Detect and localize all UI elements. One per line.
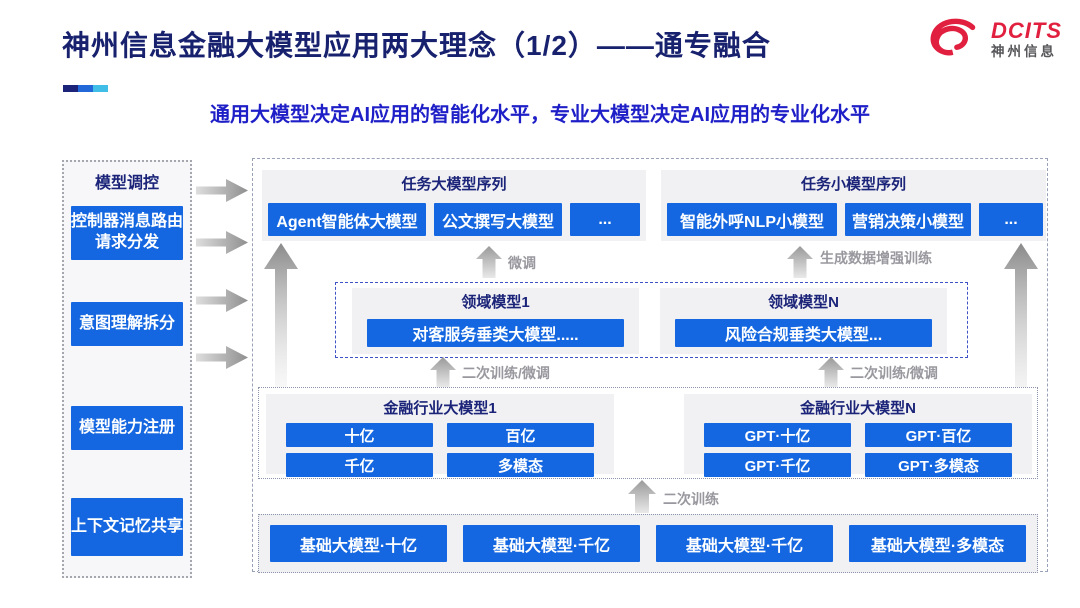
group-title: 任务小模型序列 (800, 176, 906, 193)
model-box-marketing-decision: 营销决策小模型 (845, 203, 971, 236)
domain-model-n-group: 领域模型N 风险合规垂类大模型... (660, 288, 947, 354)
model-box-ellipsis: ... (979, 203, 1043, 236)
group-title: 金融行业大模型N (800, 400, 916, 417)
industry-models-container: 金融行业大模型1 十亿 百亿 千亿 多模态 金融行业大模型N GPT·十亿 GP… (258, 387, 1038, 479)
sidebar-item-intent-split: 意图理解拆分 (71, 302, 183, 346)
dcits-swirl-icon (930, 18, 976, 56)
arrow-up-tall-icon (1004, 243, 1038, 443)
sidebar-item-controller-routing: 控制器消息路由请求分发 (71, 206, 183, 260)
logo-name: DCITS (991, 17, 1062, 43)
industry-model-n-group: 金融行业大模型N GPT·十亿 GPT·百亿 GPT·千亿 GPT·多模态 (684, 394, 1032, 477)
label-retrain: 二次训练 (663, 491, 719, 507)
group-title: 任务大模型序列 (401, 176, 507, 193)
domain-models-container: 领域模型1 对客服务垂类大模型..... 领域模型N 风险合规垂类大模型... (335, 282, 968, 358)
label-retrain-finetune: 二次训练/微调 (462, 365, 550, 381)
model-box-base-100b: 基础大模型·千亿 (656, 525, 833, 562)
model-box-multimodal: 多模态 (447, 453, 594, 477)
model-box-gpt-multimodal: GPT·多模态 (865, 453, 1012, 477)
model-box-10b: 百亿 (447, 423, 594, 447)
logo-subname: 神州信息 (991, 43, 1057, 59)
arrow-up-icon (476, 246, 502, 278)
group-title: 领域模型N (768, 294, 839, 311)
model-box-1b: 十亿 (286, 423, 433, 447)
model-box-base-1b: 基础大模型·十亿 (270, 525, 447, 562)
model-box-customer-service: 对客服务垂类大模型..... (367, 319, 624, 347)
sidebar-item-capability-register: 模型能力注册 (71, 406, 183, 450)
arrow-up-icon (787, 246, 813, 278)
domain-model-1-group: 领域模型1 对客服务垂类大模型..... (352, 288, 639, 354)
model-box-outbound-nlp: 智能外呼NLP小模型 (667, 203, 837, 236)
model-box-gpt-1b: GPT·十亿 (704, 423, 851, 447)
task-small-model-group: 任务小模型序列 智能外呼NLP小模型 营销决策小模型 ... (661, 170, 1046, 241)
model-box-ellipsis: ... (570, 203, 640, 236)
model-box-gpt-100b: GPT·千亿 (704, 453, 851, 477)
slide-subtitle: 通用大模型决定AI应用的智能化水平，专业大模型决定AI应用的专业化水平 (210, 104, 870, 126)
group-title: 领域模型1 (461, 294, 530, 311)
sidebar-item-context-memory: 上下文记忆共享 (71, 498, 183, 556)
page-title: 神州信息金融大模型应用两大理念（1/2）——通专融合 (62, 30, 771, 61)
model-box-100b: 千亿 (286, 453, 433, 477)
model-box-base-multimodal: 基础大模型·多模态 (849, 525, 1026, 562)
arrow-right-icon (196, 346, 248, 369)
arrow-up-icon (628, 480, 656, 513)
arrow-right-icon (196, 231, 248, 254)
model-box-agent: Agent智能体大模型 (268, 203, 426, 236)
group-title: 金融行业大模型1 (383, 400, 497, 417)
title-accent-bar (63, 85, 108, 92)
industry-model-1-group: 金融行业大模型1 十亿 百亿 千亿 多模态 (266, 394, 614, 477)
model-box-risk-compliance: 风险合规垂类大模型... (675, 319, 932, 347)
dcits-logo: DCITS 神州信息 (927, 16, 1062, 62)
model-box-document-writing: 公文撰写大模型 (434, 203, 562, 236)
arrow-up-icon (430, 357, 456, 387)
model-control-panel: 模型调控 控制器消息路由请求分发 意图理解拆分 模型能力注册 上下文记忆共享 (62, 160, 192, 578)
base-models-container: 基础大模型·十亿 基础大模型·千亿 基础大模型·千亿 基础大模型·多模态 (258, 514, 1038, 573)
sidebar-title: 模型调控 (94, 175, 159, 192)
label-finetune: 微调 (508, 255, 536, 271)
label-gen-data-training: 生成数据增强训练 (820, 250, 932, 266)
label-retrain-finetune: 二次训练/微调 (850, 365, 938, 381)
arrow-up-tall-icon (264, 243, 298, 425)
model-box-base-100b: 基础大模型·千亿 (463, 525, 640, 562)
arrow-right-icon (196, 179, 248, 202)
arrow-right-icon (196, 289, 248, 312)
model-box-gpt-10b: GPT·百亿 (865, 423, 1012, 447)
arrow-up-icon (818, 357, 844, 387)
task-large-model-group: 任务大模型序列 Agent智能体大模型 公文撰写大模型 ... (262, 170, 646, 241)
